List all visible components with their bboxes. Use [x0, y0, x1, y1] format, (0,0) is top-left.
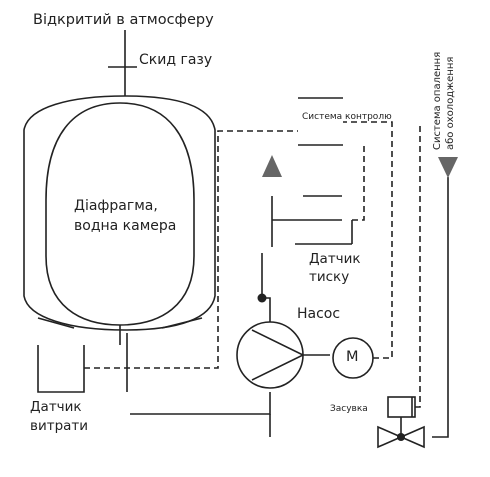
- flow-direction-arrow-down-icon: [438, 157, 458, 178]
- gas-release-label: Скид газу: [139, 52, 213, 68]
- pressure-sensor-label-line2: тиску: [309, 269, 350, 285]
- signal-line-pressure-sensor: [352, 145, 365, 221]
- signal-line-flow-sensor: [84, 130, 298, 369]
- motor-label: M: [346, 349, 359, 365]
- supply-pipe: [130, 392, 271, 415]
- pump-discharge-pipe: [261, 253, 271, 322]
- pressure-sensor-label-line1: Датчик: [309, 251, 361, 267]
- signal-line-valve: [415, 122, 421, 408]
- expansion-vessel-outline: [23, 95, 216, 331]
- control-system-label: Система контролю: [302, 112, 392, 122]
- pressure-tap-node: [257, 293, 267, 303]
- pump-triangle: [251, 329, 305, 381]
- pressure-arrow-up-icon: [262, 155, 282, 177]
- return-pipe: [432, 177, 449, 438]
- vessel-foot-right: [161, 317, 203, 329]
- flow-sensor: [37, 345, 85, 393]
- pump-label: Насос: [297, 306, 341, 322]
- valve-node: [397, 433, 405, 441]
- valve-actuator: [387, 396, 416, 418]
- diaphragm-label-line1: Діафрагма,: [74, 198, 158, 214]
- heating-system-label-line1: Система опалення: [432, 51, 443, 150]
- valve-right-wing: [398, 425, 425, 449]
- vent-open-label: Відкритий в атмосферу: [33, 12, 214, 28]
- valve-label: Засувка: [330, 404, 368, 414]
- flow-sensor-label-line1: Датчик: [30, 399, 82, 415]
- flow-sensor-label-line2: витрати: [30, 418, 89, 434]
- heating-system-label-line2: або охолодження: [445, 56, 456, 150]
- vessel-foot-left: [37, 317, 75, 329]
- signal-line-motor: [343, 121, 393, 359]
- diaphragm-label-line2: водна камера: [74, 218, 177, 234]
- pump: [236, 321, 304, 389]
- valve-left-wing: [377, 425, 404, 449]
